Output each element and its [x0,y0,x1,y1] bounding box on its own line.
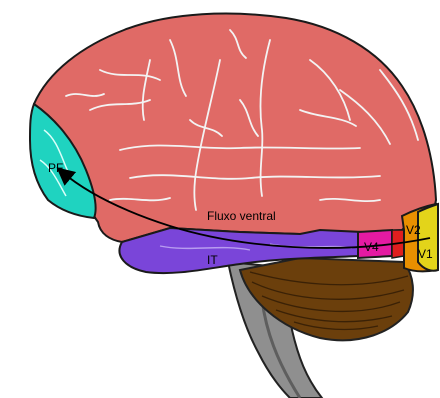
label-v2: V2 [406,223,421,237]
label-ventral-stream: Fluxo ventral [207,209,276,223]
label-v4: V4 [364,240,379,254]
label-it: IT [207,253,218,267]
label-pf: PF [48,161,63,175]
label-v1: V1 [418,247,433,261]
